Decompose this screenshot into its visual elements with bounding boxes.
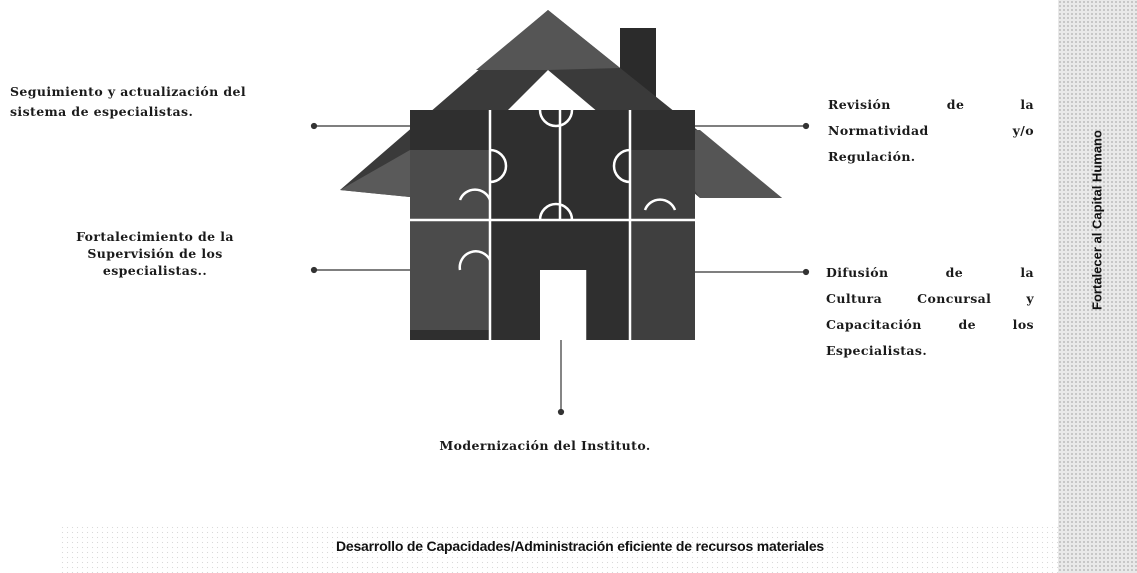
label-revision-line: Revisión de la	[828, 97, 1034, 112]
label-revision-line: Normatividad y/o	[828, 123, 1034, 138]
label-revision-line: Regulación.	[828, 149, 916, 164]
connector-dot	[802, 268, 810, 276]
connector-dot	[802, 122, 810, 130]
puzzle-seams	[410, 109, 695, 340]
label-difusion-line: Capacitación de los	[826, 317, 1034, 332]
house-illustration	[340, 10, 782, 340]
side-label: Fortalecer al Capital Humano	[1089, 130, 1105, 310]
label-modernizacion: Modernización del Instituto.	[439, 438, 651, 453]
house-roof-highlight	[476, 10, 620, 70]
label-revision: Revisión de la Normatividad y/o Regulaci…	[828, 92, 1034, 170]
footer-caption: Desarrollo de Capacidades/Administración…	[335, 538, 825, 554]
label-difusion: Difusión de la Cultura Concursal y Capac…	[826, 260, 1034, 364]
connector-dot	[310, 122, 318, 130]
house-right-wall	[630, 150, 695, 340]
house-puzzle-diagram	[310, 10, 810, 416]
label-seguimiento: Seguimiento y actualización del sistema …	[10, 84, 246, 119]
label-difusion-line: Especialistas.	[826, 343, 928, 358]
label-difusion-line: Difusión de la	[826, 265, 1034, 280]
connector-dot	[310, 266, 318, 274]
house-door	[540, 270, 584, 340]
footer-texture	[60, 525, 1058, 573]
connector-dot	[557, 408, 565, 416]
label-difusion-line: Cultura Concursal y	[826, 291, 1034, 306]
side-band	[1058, 0, 1137, 573]
label-fortalecimiento: Fortalecimiento de la Supervisión de los…	[76, 229, 234, 278]
house-left-wall	[410, 150, 490, 330]
